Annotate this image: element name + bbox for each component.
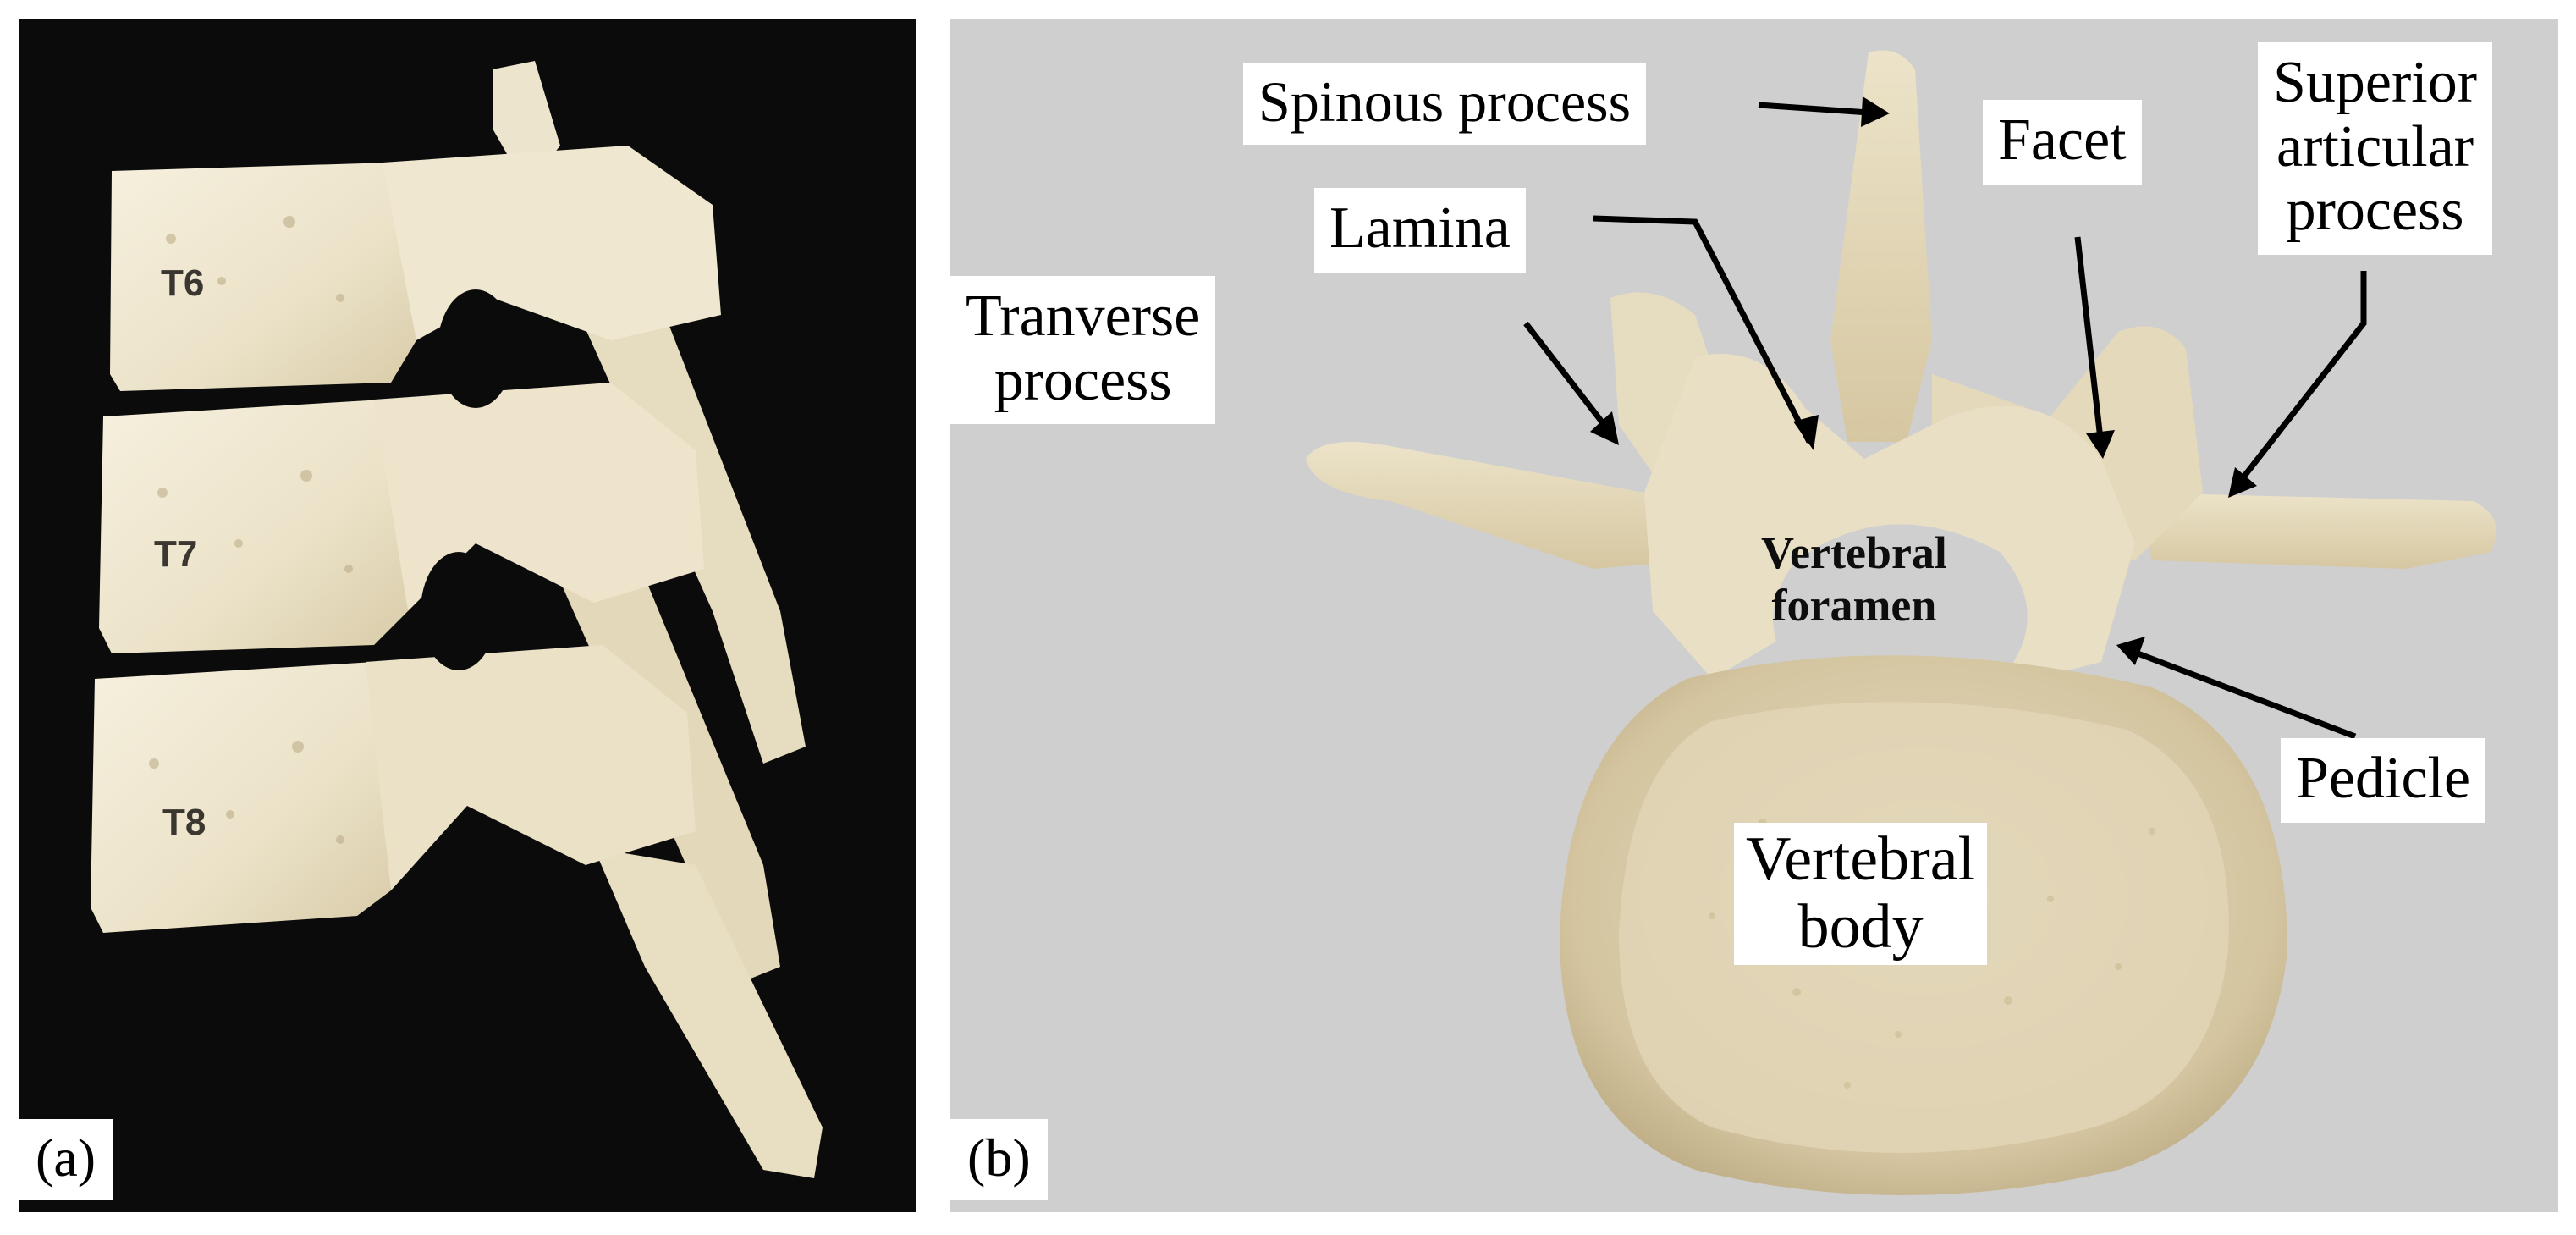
label-transverse-process: Tranverse process: [950, 276, 1216, 425]
label-pedicle: Pedicle: [2281, 738, 2486, 823]
leader-lines: [1523, 102, 2367, 740]
label-facet: Facet: [1983, 100, 2142, 185]
t8-body: [91, 662, 391, 933]
panel-a-lateral-view: T6 T7 T8 (a): [19, 19, 916, 1212]
label-superior-articular-process: Superior articular process: [2258, 42, 2493, 255]
panel-tag-a: (a): [19, 1119, 113, 1200]
panel-tag-b: (b): [950, 1119, 1048, 1200]
t7-body: [99, 400, 408, 653]
lateral-spine-photo: [19, 19, 916, 1212]
label-vertebral-body: Vertebral body: [1734, 823, 1988, 965]
vertebra-label-t8: T8: [162, 802, 206, 843]
panel-b-superior-view: Spinous process Lamina Facet Superior ar…: [950, 19, 2558, 1212]
vertebra-label-t7: T7: [154, 533, 198, 575]
label-vertebral-foramen: Vertebral foramen: [1761, 527, 1947, 631]
label-lamina: Lamina: [1314, 188, 1526, 273]
label-spinous-process: Spinous process: [1243, 63, 1647, 146]
vertebra-label-t6: T6: [161, 262, 205, 304]
spinous-process-shape: [1830, 50, 1932, 442]
t6-body: [110, 163, 416, 391]
